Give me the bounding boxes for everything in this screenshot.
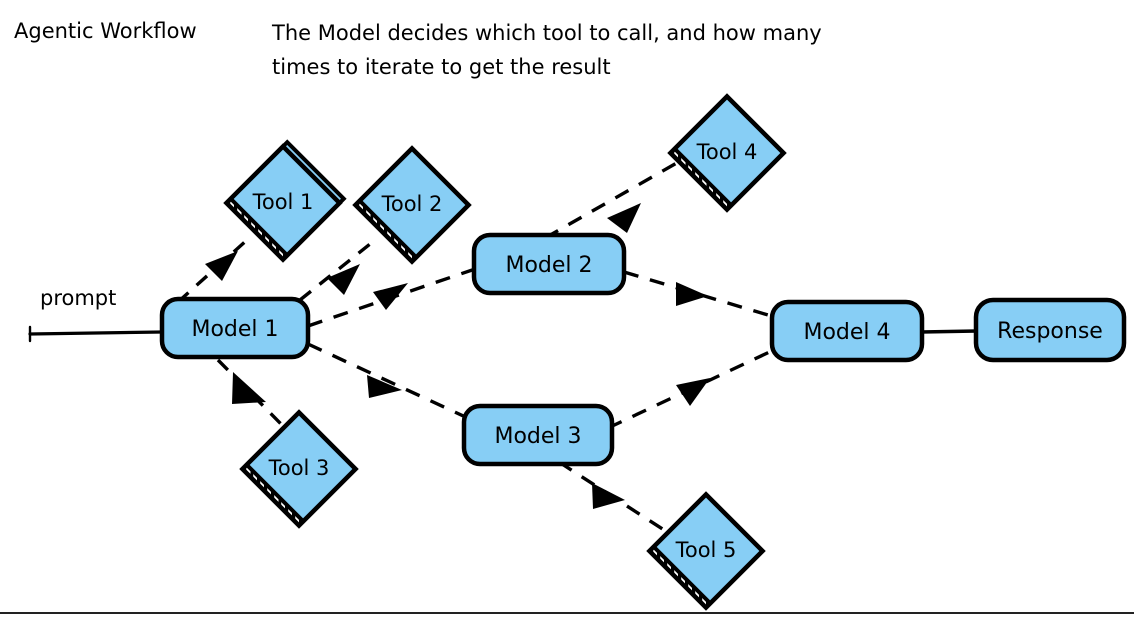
edge-model-3-to-model-4	[607, 346, 779, 430]
edge-model-1-to-tool-2	[298, 238, 377, 302]
tool-3-label: Tool 3	[268, 456, 330, 480]
edge-prompt-to-model-1	[28, 325, 164, 343]
model-1-node[interactable]: Model 1	[159, 296, 311, 360]
tool-4-label: Tool 4	[696, 140, 758, 164]
tool-2-label: Tool 2	[381, 192, 443, 216]
edge-model-4-to-response	[919, 329, 979, 334]
model-4-label: Model 4	[803, 320, 890, 345]
response-node[interactable]: Response	[973, 297, 1127, 363]
tool-1-node[interactable]: Tool 1	[223, 139, 347, 263]
tool-2-node[interactable]: Tool 2	[352, 145, 472, 265]
tool-1-label: Tool 1	[252, 190, 314, 214]
edge-model-1-to-model-3	[307, 342, 473, 422]
model-2-node[interactable]: Model 2	[471, 232, 627, 296]
edge-model-1-to-tool-3	[216, 358, 287, 430]
model-4-node[interactable]: Model 4	[769, 299, 925, 363]
header-description-line-2: times to iterate to get the result	[272, 55, 611, 79]
response-label: Response	[997, 319, 1103, 344]
edge-model-1-to-model-2	[307, 266, 479, 328]
model-3-node[interactable]: Model 3	[461, 403, 615, 467]
tool-5-label: Tool 5	[675, 538, 737, 562]
model-2-label: Model 2	[505, 253, 592, 278]
prompt-label: prompt	[40, 286, 116, 310]
edge-model-1-to-tool-1	[176, 238, 249, 304]
header-description-line-1: The Model decides which tool to call, an…	[271, 21, 822, 45]
edge-model-3-to-tool-5	[558, 460, 665, 532]
tool-3-node[interactable]: Tool 3	[239, 409, 359, 529]
edge-model-2-to-tool-4	[544, 158, 683, 240]
model-1-label: Model 1	[191, 317, 278, 342]
tool-5-node[interactable]: Tool 5	[646, 491, 766, 611]
page-title: Agentic Workflow	[14, 19, 197, 43]
model-3-label: Model 3	[494, 424, 581, 449]
edge-model-2-to-model-4	[623, 270, 779, 320]
tool-4-node[interactable]: Tool 4	[667, 93, 787, 213]
